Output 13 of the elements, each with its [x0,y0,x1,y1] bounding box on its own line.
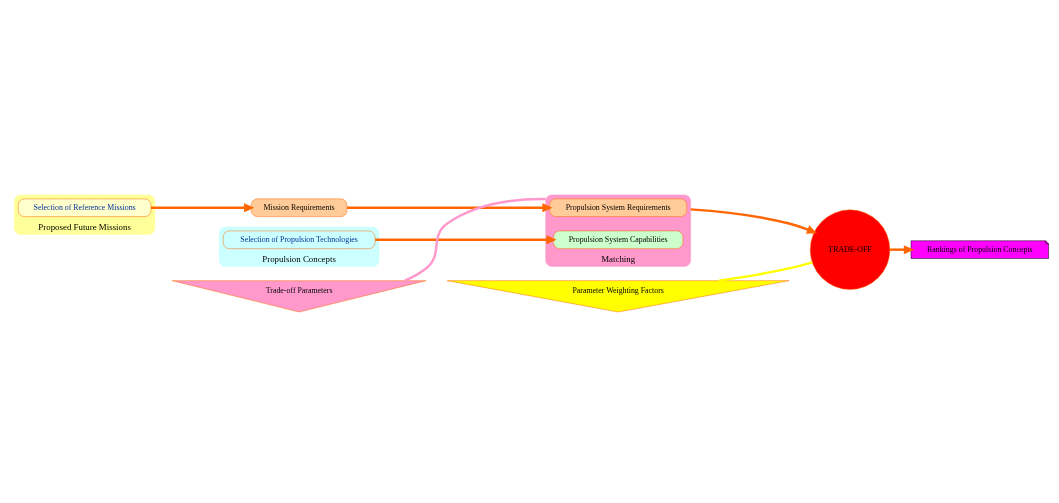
connector [718,261,813,282]
arrow [151,203,255,213]
node-box: Propulsion System Capabilities [553,230,684,249]
node-box: Selection of Reference Missions [18,198,152,217]
arrow [690,208,818,234]
node-box: Propulsion System Requirements [549,198,687,217]
connector [404,197,546,282]
node-box: Mission Requirements [251,198,348,217]
arrow [889,245,915,255]
arrow [347,203,553,213]
node-circle: TRADE-OFF [809,209,891,290]
arrow [375,235,557,245]
node-box: Selection of Propulsion Technologies [222,230,376,249]
